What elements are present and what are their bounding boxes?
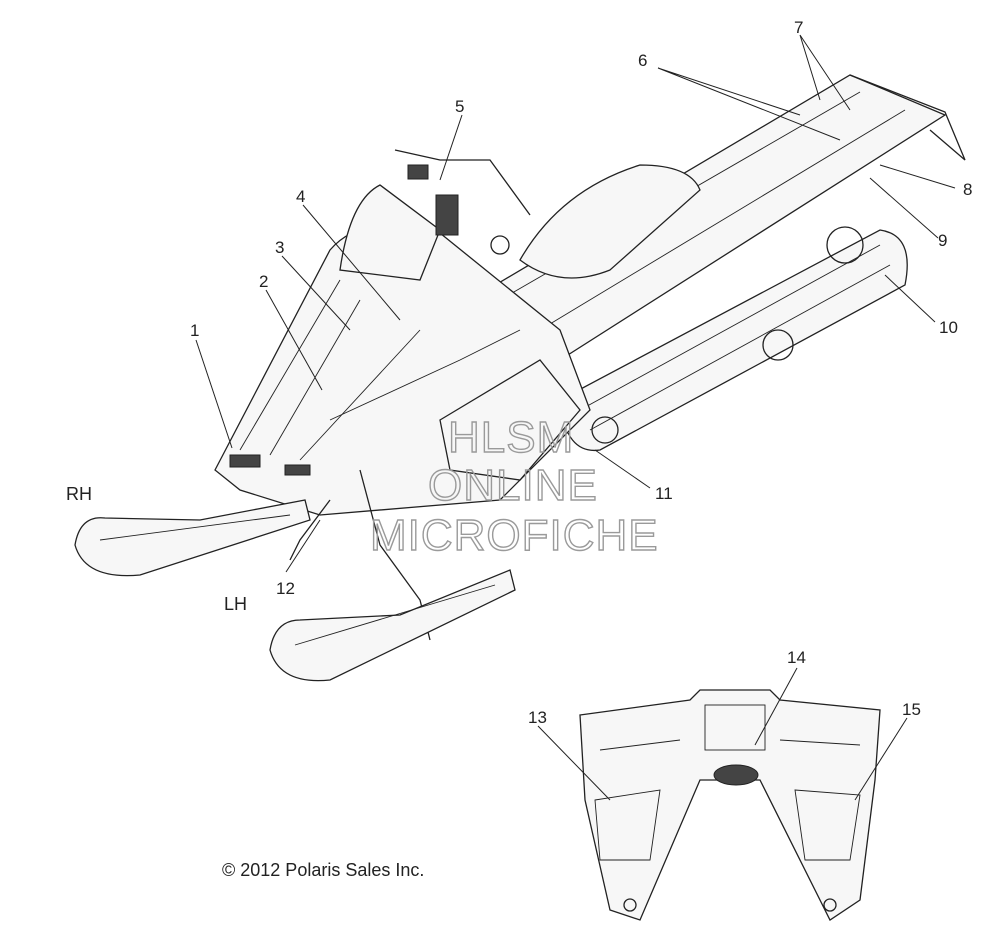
callout-13: 13 (528, 708, 547, 727)
watermark-line-3: MICROFICHE (370, 511, 659, 560)
callout-labels: 1 2 3 4 5 6 7 8 9 10 11 12 13 14 15 (190, 18, 972, 727)
callout-6: 6 (638, 51, 647, 70)
callout-1: 1 (190, 321, 199, 340)
callout-3: 3 (275, 238, 284, 257)
callout-2: 2 (259, 272, 268, 291)
callout-14: 14 (787, 648, 806, 667)
watermark-line-2: ONLINE (428, 461, 598, 510)
copyright-notice: © 2012 Polaris Sales Inc. (222, 860, 424, 880)
callout-8: 8 (963, 180, 972, 199)
callout-11: 11 (655, 484, 673, 503)
watermark: HLSM ONLINE MICROFICHE (369, 412, 659, 560)
callout-5: 5 (455, 97, 464, 116)
watermark-line-1: HLSM (448, 413, 574, 462)
side-label-lh: LH (224, 594, 247, 614)
callout-15: 15 (902, 700, 921, 719)
hood-detail-drawing (579, 689, 881, 921)
callout-12: 12 (276, 579, 295, 598)
callout-7: 7 (794, 18, 803, 37)
leader-lines (195, 34, 956, 801)
callout-10: 10 (939, 318, 958, 337)
side-label-rh: RH (66, 484, 92, 504)
callout-4: 4 (296, 187, 305, 206)
snowmobile-drawing (74, 74, 966, 682)
callout-9: 9 (938, 231, 947, 250)
